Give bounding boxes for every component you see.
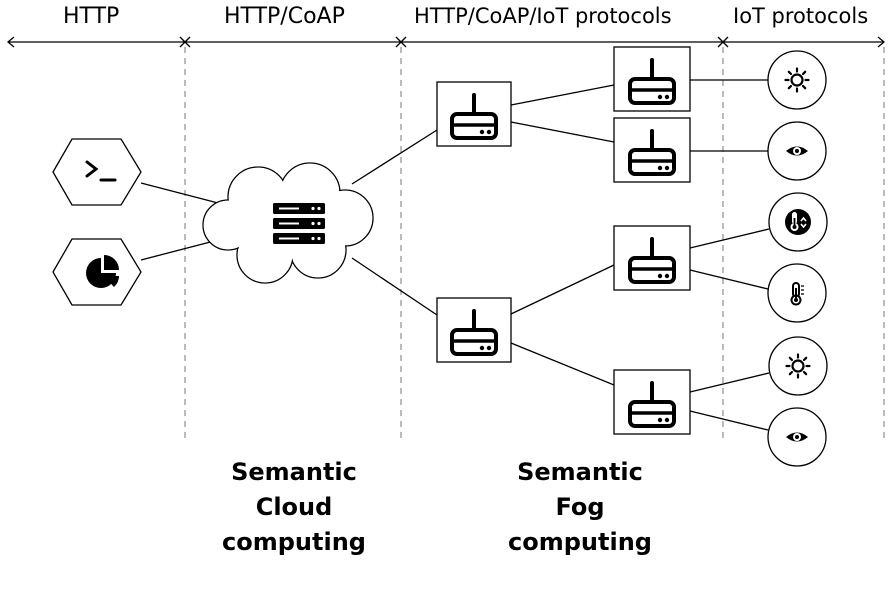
zone-label-fog-protocols: HTTP/CoAP/IoT protocols	[414, 4, 672, 28]
client-terminal	[52, 138, 142, 206]
edge-device-2	[613, 117, 691, 183]
fog-caption: Semantic Fog computing	[500, 455, 660, 560]
zone-label-http: HTTP	[63, 4, 120, 29]
sensor-light-2	[768, 336, 828, 396]
sensor-thermostat	[768, 192, 828, 252]
sensor-camera-1	[767, 121, 827, 181]
network-links	[140, 79, 770, 431]
sensor-camera-2	[767, 407, 827, 467]
edge-device-4	[613, 369, 691, 435]
sensor-light-1	[767, 50, 827, 110]
cloud-caption-line-2: Cloud	[255, 493, 333, 521]
fog-caption-line-2: Fog	[555, 493, 605, 521]
terminal-icon	[85, 160, 117, 182]
cloud-caption: Semantic Cloud computing	[214, 455, 374, 560]
fog-caption-line-1: Semantic	[517, 458, 643, 486]
cloud-caption-line-1: Semantic	[231, 458, 357, 486]
protocol-axis	[6, 36, 886, 48]
sensor-temperature	[767, 263, 827, 323]
zone-label-iot-protocols: IoT protocols	[733, 4, 869, 28]
edge-device-3	[613, 225, 691, 291]
fog-caption-line-3: computing	[508, 528, 652, 556]
thermometer-icon	[790, 282, 804, 306]
fog-gateway-top	[436, 81, 512, 147]
thermometer-badge-icon	[785, 209, 811, 235]
cloud-caption-line-3: computing	[222, 528, 366, 556]
zone-label-http-coap: HTTP/CoAP	[224, 4, 345, 29]
fog-gateway-bottom	[436, 297, 512, 363]
server-rack-icon	[273, 203, 325, 244]
edge-device-1	[613, 46, 691, 112]
client-analytics	[52, 238, 142, 306]
pie-chart-icon	[86, 255, 119, 288]
semantic-cloud	[202, 162, 374, 284]
